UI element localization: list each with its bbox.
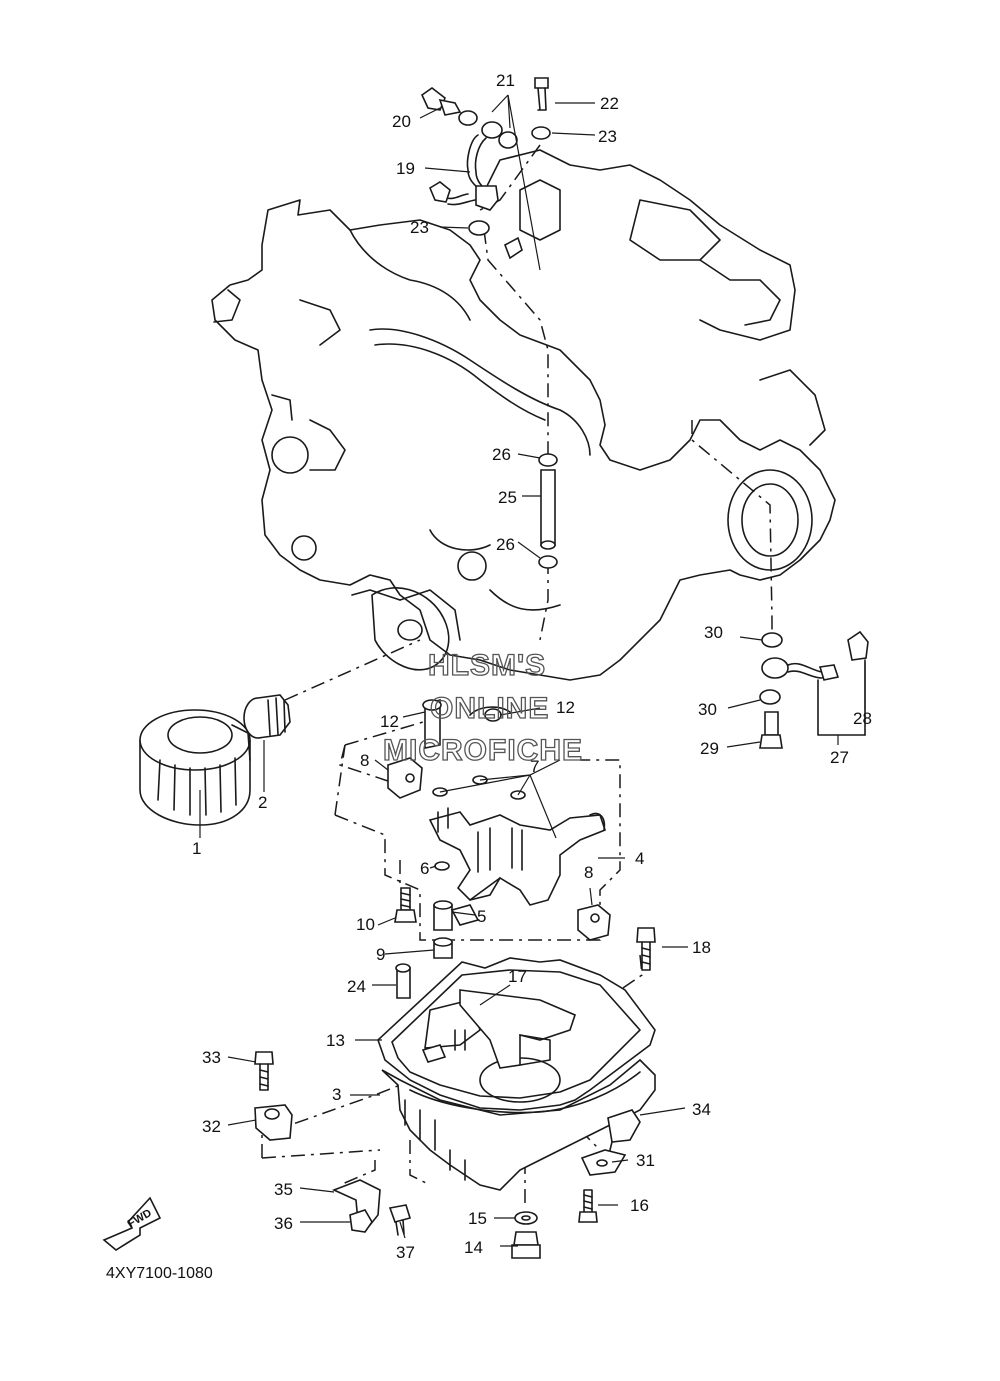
callout-36: 36 (274, 1214, 293, 1233)
callout-34: 34 (692, 1100, 711, 1119)
callout-32: 32 (202, 1117, 221, 1136)
callout-20: 20 (392, 112, 411, 131)
callout-leaders (199, 94, 866, 1247)
callout-8-left: 8 (360, 751, 369, 770)
oil-hose-assembly (759, 630, 869, 749)
small-fasteners (254, 927, 656, 1259)
callout-17: 17 (508, 967, 527, 986)
oil-pan-assembly (377, 957, 656, 1191)
oil-delivery-pipe (420, 77, 551, 260)
callout-26-bottom: 26 (496, 535, 515, 554)
callout-7: 7 (530, 757, 539, 776)
callout-35: 35 (274, 1180, 293, 1199)
callout-19: 19 (396, 159, 415, 178)
oil-strainer-assembly (387, 698, 611, 959)
callout-5: 5 (477, 907, 486, 926)
callout-23-top: 23 (598, 127, 617, 146)
callout-22: 22 (600, 94, 619, 113)
callout-12-right: 12 (556, 698, 575, 717)
callout-28: 28 (853, 709, 872, 728)
callout-10: 10 (356, 915, 375, 934)
oil-pipe (538, 453, 558, 569)
callout-12-left: 12 (380, 712, 399, 731)
callout-31: 31 (636, 1151, 655, 1170)
callout-33: 33 (202, 1048, 221, 1067)
callout-27: 27 (830, 748, 849, 767)
diagram-code: 4XY7100-1080 (106, 1265, 213, 1282)
watermark: HLSM'S ONLINE MICROFICHE (382, 648, 583, 767)
callout-30-top: 30 (704, 623, 723, 642)
callout-6: 6 (420, 859, 429, 878)
callout-24: 24 (347, 977, 366, 996)
callout-2: 2 (258, 793, 267, 812)
callout-9: 9 (376, 945, 385, 964)
fwd-arrow-icon: FWD (102, 1196, 162, 1251)
callout-8-right: 8 (584, 863, 593, 882)
watermark-line-1: HLSM'S (428, 649, 546, 682)
callout-3: 3 (332, 1085, 341, 1104)
callout-labels: 1 2 3 4 5 6 7 8 8 9 10 12 12 13 14 15 16… (192, 71, 872, 1262)
callout-18: 18 (692, 938, 711, 957)
watermark-line-3: MICROFICHE (383, 734, 583, 767)
callout-4: 4 (635, 849, 644, 868)
callout-15: 15 (468, 1209, 487, 1228)
union-bolt (243, 694, 291, 739)
callout-14: 14 (464, 1238, 483, 1257)
callout-37: 37 (396, 1243, 415, 1262)
callout-13: 13 (326, 1031, 345, 1050)
callout-1: 1 (192, 839, 201, 858)
watermark-line-2: ONLINE (430, 692, 549, 725)
callout-23-bottom: 23 (410, 218, 429, 237)
oil-filter (139, 709, 251, 826)
callout-21: 21 (496, 71, 515, 90)
callout-26-top: 26 (492, 445, 511, 464)
callout-25: 25 (498, 488, 517, 507)
callout-30-bottom: 30 (698, 700, 717, 719)
engine-crankcase (211, 149, 836, 681)
callout-29: 29 (700, 739, 719, 758)
callout-16: 16 (630, 1196, 649, 1215)
